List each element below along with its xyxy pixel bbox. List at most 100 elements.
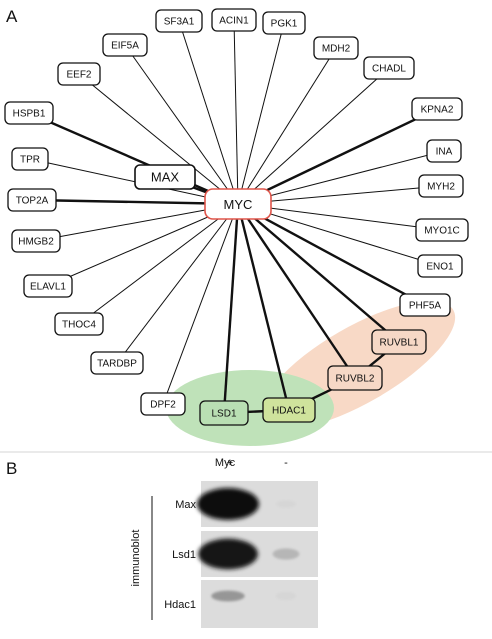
edge-myc-mdh2 [237, 47, 337, 205]
node-top2a: TOP2A [7, 188, 57, 212]
node-tardbp: TARDBP [90, 351, 144, 375]
edge-myc-kpna2 [237, 107, 438, 206]
node-label: TPR [20, 155, 40, 166]
node-pgk1: PGK1 [262, 11, 306, 35]
node-ruvbl1: RUVBL1 [371, 329, 427, 355]
node-label: THOC4 [62, 320, 96, 331]
band-lane-2 [275, 591, 297, 601]
panel-a-letter: A [6, 7, 18, 26]
node-box [363, 56, 415, 80]
node-mdh2: MDH2 [313, 36, 359, 60]
node-box [11, 229, 61, 253]
node-label: DPF2 [150, 400, 176, 411]
node-eno1: ENO1 [417, 254, 463, 278]
node-tpr: TPR [11, 147, 49, 171]
node-eef2: EEF2 [57, 62, 101, 86]
node-label: HMGB2 [18, 237, 54, 248]
node-box [90, 351, 144, 375]
node-box [399, 293, 451, 317]
blot-max: Max [175, 481, 318, 527]
node-label: INA [436, 147, 453, 158]
node-label: ENO1 [426, 262, 454, 273]
node-box [134, 164, 196, 190]
edge-myc-tpr [29, 158, 239, 205]
edge-myc-eno1 [237, 203, 441, 267]
node-box [155, 9, 203, 33]
edge-myc-sf3a1 [178, 20, 239, 205]
node-box [262, 397, 316, 423]
edge-myc-hdac1 [236, 203, 291, 411]
node-elavl1: ELAVL1 [23, 274, 73, 298]
node-box [11, 147, 49, 171]
node-phf5a: PHF5A [399, 293, 451, 317]
edge-myc-tardbp [116, 203, 239, 364]
panel-b-letter: B [6, 459, 17, 478]
band-lane-1 [198, 538, 258, 570]
node-box [57, 62, 101, 86]
node-box [23, 274, 73, 298]
node-hspb1: HSPB1 [4, 101, 54, 125]
node-box [211, 8, 257, 32]
blot-label: Max [175, 499, 196, 511]
edge-myc-acin1 [233, 19, 239, 205]
node-label: HSPB1 [13, 109, 46, 120]
node-sf3a1: SF3A1 [155, 9, 203, 33]
node-box [426, 139, 462, 163]
node-box [199, 400, 249, 426]
node-box [102, 33, 148, 57]
node-box [7, 188, 57, 212]
node-label: MDH2 [322, 44, 351, 55]
node-box [54, 312, 104, 336]
node-label: MYO1C [424, 226, 460, 237]
blot-label: Hdac1 [164, 599, 196, 611]
edge-myc-ruvbl1 [237, 203, 400, 343]
blot-label: Lsd1 [172, 549, 196, 561]
band-lane-2 [272, 548, 300, 560]
edge-myc-pgk1 [237, 22, 285, 205]
node-label: MYH2 [427, 182, 455, 193]
node-myo1c: MYO1C [415, 218, 469, 242]
cluster-green [166, 370, 334, 446]
band-lane-2 [275, 500, 297, 508]
lane-plus-label: + [227, 457, 233, 469]
node-label: RUVBL1 [380, 338, 419, 349]
node-hdac1: HDAC1 [262, 397, 316, 423]
hub-label: MYC [224, 197, 253, 212]
edge-myc-ina [237, 150, 445, 205]
node-box [262, 11, 306, 35]
lane-minus-label: - [284, 457, 288, 469]
node-box [417, 254, 463, 278]
node-thoc4: THOC4 [54, 312, 104, 336]
node-kpna2: KPNA2 [411, 97, 463, 121]
node-label: TARDBP [97, 359, 137, 370]
node-box [4, 101, 54, 125]
immunoblot-label: immunoblot [130, 530, 142, 587]
blot-membrane [201, 580, 318, 628]
node-label: HDAC1 [272, 406, 306, 417]
edge-myc-chadl [237, 67, 390, 205]
edge-myc-dpf2 [162, 203, 239, 405]
node-label: RUVBL2 [336, 374, 375, 385]
edge-myc-elavl1 [47, 203, 239, 287]
node-ina: INA [426, 139, 462, 163]
node-label: ELAVL1 [30, 282, 66, 293]
edge-myc-eif5a [124, 44, 239, 205]
node-label: EEF2 [66, 70, 91, 81]
node-label: EIF5A [111, 41, 139, 52]
node-box [415, 218, 469, 242]
node-box [327, 365, 383, 391]
node-label: TOP2A [16, 196, 49, 207]
edge-myc-eef2 [78, 73, 239, 205]
node-myh2: MYH2 [418, 174, 464, 198]
node-hub-myc: MYC [204, 188, 272, 220]
node-chadl: CHADL [363, 56, 415, 80]
edge-myc-phf5a [237, 202, 426, 307]
node-ruvbl2: RUVBL2 [327, 365, 383, 391]
node-label: ACIN1 [219, 16, 249, 27]
node-hmgb2: HMGB2 [11, 229, 61, 253]
